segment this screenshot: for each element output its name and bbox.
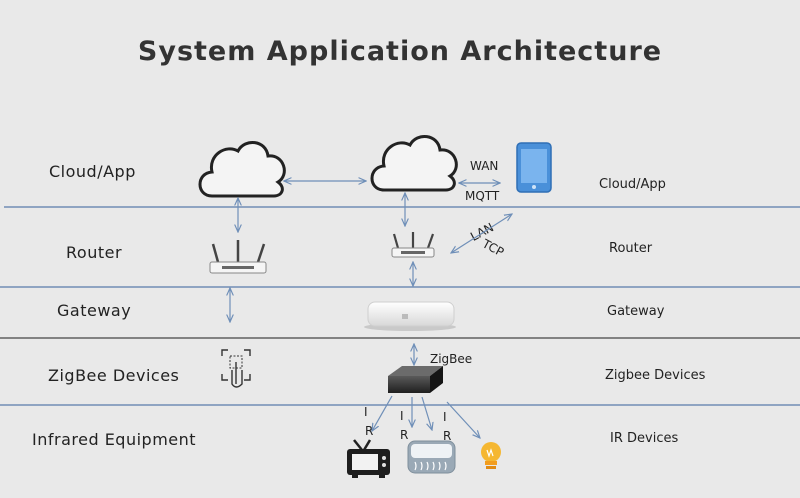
right-label-ir-devices: IR Devices [610,431,679,446]
layer-label-infrared-equipment: Infrared Equipment [32,430,197,449]
right-label-router: Router [609,241,653,256]
right-label-zigbee-devices: Zigbee Devices [605,368,706,383]
arrow-ir-ac-2 [421,396,432,430]
edge-label-ir-i-1: I [364,405,368,419]
router-icon-left [209,240,267,274]
layer-label-gateway: Gateway [57,301,132,320]
connection-arrows [230,181,512,438]
edge-label-zigbee: ZigBee [430,352,473,366]
tv-icon [347,439,390,478]
layer-label-zigbee-devices: ZigBee Devices [48,366,180,385]
mobile-phone-icon [516,142,552,193]
edge-label-ir-r-3: R [443,429,452,443]
arrow-ir-tv [372,395,393,431]
layer-label-cloud-app: Cloud/App [49,162,136,181]
cloud-icon-left [198,141,286,198]
edge-label-wan: WAN [470,159,499,173]
touch-switch-icon [221,349,251,388]
router-icon-right [391,232,435,258]
right-label-gateway: Gateway [607,304,665,319]
gateway-device-icon [364,301,456,331]
edge-label-mqtt: MQTT [465,189,500,203]
cloud-icon-right [370,135,458,192]
ir-hub-device-icon [388,366,443,393]
air-conditioner-icon [407,440,456,474]
arrow-ir-bulb [446,401,480,438]
edge-label-ir-i-2: I [400,409,404,423]
edge-label-ir-i-3: I [443,410,447,424]
light-bulb-icon [481,442,501,469]
right-label-cloud-app: Cloud/App [599,177,666,192]
arrow-router-phone-lan [451,214,512,253]
layer-label-router: Router [66,243,123,262]
edge-label-ir-r-2: R [400,428,409,442]
diagram-title: System Application Architecture [137,36,663,67]
edge-label-ir-r-1: R [365,424,374,438]
